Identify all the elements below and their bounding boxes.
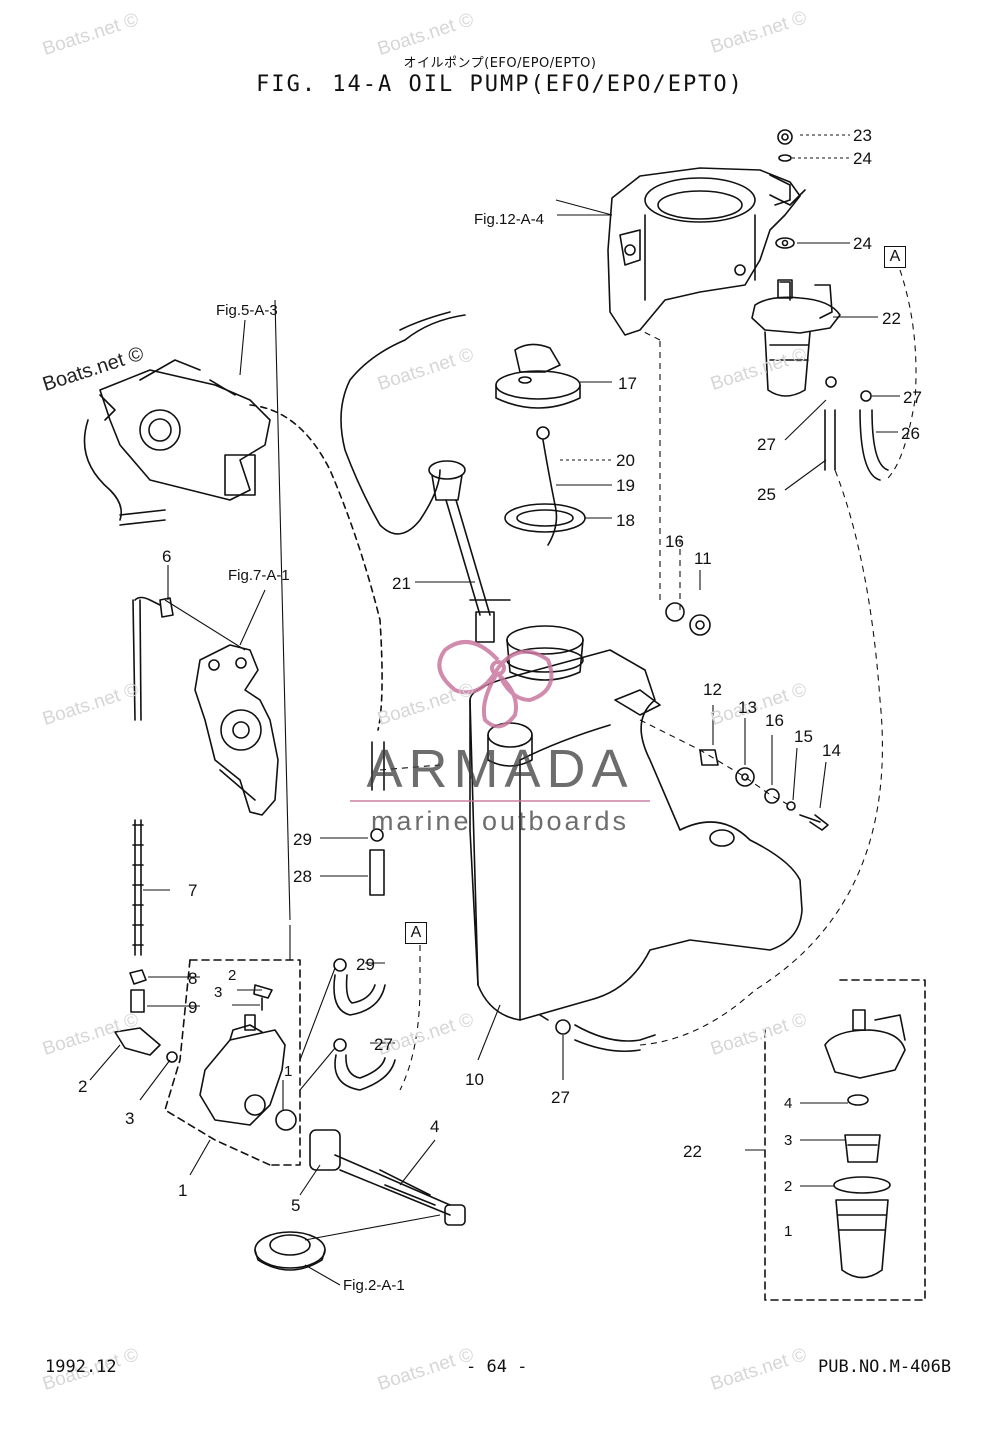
part-label: 29	[293, 830, 312, 849]
connector-marker-a: A	[405, 922, 427, 944]
part-label: 1	[784, 1223, 793, 1240]
bracket-assembly-drawing	[607, 167, 806, 336]
part-label: 2	[78, 1077, 88, 1096]
oil-pump-drawing	[199, 1014, 286, 1126]
ref-fig12: Fig.12-A-4	[474, 211, 545, 228]
part-label: 8	[188, 969, 198, 988]
part-label: 19	[616, 476, 635, 495]
part-label: 6	[162, 547, 172, 566]
part-label: 24	[853, 234, 872, 253]
part-label: 16	[765, 711, 784, 730]
page-subtitle-jp: オイルポンプ(EFO/EPO/EPTO)	[403, 56, 597, 71]
oil-cap-drawing	[495, 343, 581, 409]
link-bracket-drawing	[194, 644, 279, 816]
part-label: 3	[214, 984, 223, 1001]
fuel-filter-drawing	[751, 279, 841, 397]
part-label: 27	[757, 435, 776, 454]
part-label: 23	[853, 126, 872, 145]
part-label: 21	[392, 574, 411, 593]
ref-fig7: Fig.7-A-1	[228, 567, 290, 584]
part-label: 27	[551, 1088, 570, 1107]
part-label: 26	[901, 424, 920, 443]
part-label: 2	[784, 1178, 793, 1195]
filter-exploded-drawing	[824, 1009, 906, 1279]
part-label: 13	[738, 698, 757, 717]
part-label: 14	[822, 741, 841, 760]
part-label: 27	[374, 1035, 393, 1054]
part-label: 18	[616, 511, 635, 530]
brand-tagline: marine outboards	[370, 806, 630, 836]
part-label: 16	[665, 532, 684, 551]
part-label: 1	[284, 1063, 293, 1080]
brand-divider	[350, 800, 650, 802]
part-label: 15	[794, 727, 813, 746]
part-label: 4	[430, 1117, 440, 1136]
oil-tank-drawing	[469, 625, 803, 1021]
part-label: 22	[882, 309, 901, 328]
footer-page-number: - 64 -	[466, 1357, 528, 1377]
part-label: 11	[694, 549, 712, 568]
part-label: 12	[703, 680, 722, 699]
armada-logo-mark	[437, 640, 554, 729]
part-label: 3	[784, 1132, 793, 1149]
page-title: FIG. 14-A OIL PUMP(EFO/EPO/EPTO)	[256, 72, 744, 97]
ref-fig5: Fig.5-A-3	[216, 302, 278, 319]
part-label: 3	[125, 1109, 135, 1128]
footer-pub-number: PUB.NO.M-406B	[818, 1357, 952, 1377]
part-label: 27	[903, 388, 922, 407]
part-label: 17	[618, 374, 637, 393]
part-label: 10	[465, 1070, 484, 1089]
part-label: 9	[188, 998, 198, 1017]
part-label: 29	[356, 955, 375, 974]
connector-marker-a: A	[884, 246, 906, 268]
ref-fig2: Fig.2-A-1	[343, 1277, 405, 1294]
part-label: 24	[853, 149, 872, 168]
part-label: 25	[757, 485, 776, 504]
part-label: 2	[228, 967, 237, 984]
carburetor-drawing	[83, 359, 271, 526]
footer-date: 1992.12	[45, 1357, 117, 1377]
part-label: 5	[291, 1196, 301, 1215]
part-label: 4	[784, 1095, 793, 1112]
part-label: 1	[178, 1181, 188, 1200]
part-label: 22	[683, 1142, 702, 1161]
part-label: 7	[188, 881, 198, 900]
part-label: 20	[616, 451, 635, 470]
brand-name: ARMADA	[366, 739, 634, 799]
part-label: 28	[293, 867, 312, 886]
